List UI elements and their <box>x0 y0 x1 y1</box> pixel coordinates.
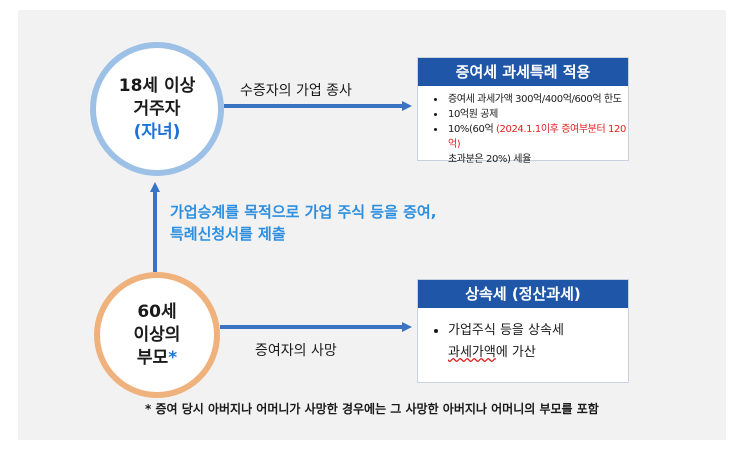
inheritance-tax-box-title: 상속세 (정산과세) <box>418 280 628 308</box>
parent-circle-line3: 부모 <box>136 347 169 368</box>
parent-circle-line1: 60세 <box>137 301 177 322</box>
footnote: * 증여 당시 아버지나 어머니가 사망한 경우에는 그 사망한 아버지나 어머… <box>145 402 599 416</box>
child-circle-line1: 18세 이상 <box>118 75 196 96</box>
parent-circle-line3-wrap: 부모* <box>137 347 177 370</box>
inheritance-tax-line2a: 과세가액 <box>448 345 496 360</box>
child-circle: 18세 이상 거주자 (자녀) <box>90 42 224 176</box>
gift-tax-item-limit: 증여세 과세가액 300억/400억/600억 한도 <box>446 92 628 107</box>
child-circle-line2: 거주자 <box>133 98 181 119</box>
parent-circle: 60세 이상의 부모* <box>94 272 220 398</box>
gift-tax-rate-prefix: 10%(60억 <box>448 124 497 135</box>
gift-tax-rate-cont: 초과분은 20%) 세율 <box>448 154 531 165</box>
inheritance-tax-item: 가업주식 등을 상속세 과세가액에 가산 <box>448 320 628 364</box>
gift-tax-list: 증여세 과세가액 300억/400억/600억 한도 10억원 공제 10%(6… <box>418 92 628 167</box>
gift-tax-item-deduction: 10억원 공제 <box>446 107 628 122</box>
child-circle-line3: (자녀) <box>133 121 181 142</box>
parent-circle-line2: 이상의 <box>133 324 181 345</box>
gift-tax-item-rate: 10%(60억 (2024.1.1이후 증여부분터 120억) 초과분은 20%)… <box>446 122 628 167</box>
inheritance-tax-line2b: 에 가산 <box>495 345 536 360</box>
arrow-bottom-label: 증여자의 사망 <box>255 343 337 359</box>
transfer-line2: 특례신청서를 제출 <box>170 225 286 243</box>
gift-tax-rate-red: (2024.1.1이후 증여부분터 120억) <box>448 124 626 150</box>
inheritance-tax-box: 상속세 (정산과세) 가업주식 등을 상속세 과세가액에 가산 <box>417 279 629 383</box>
gift-tax-box: 증여세 과세특례 적용 증여세 과세가액 300억/400억/600억 한도 1… <box>417 57 629 165</box>
transfer-line1: 가업승계를 목적으로 가업 주식 등을 증여, <box>170 203 437 221</box>
transfer-description: 가업승계를 목적으로 가업 주식 등을 증여, 특례신청서를 제출 <box>170 201 530 245</box>
inheritance-tax-list: 가업주식 등을 상속세 과세가액에 가산 <box>418 320 628 364</box>
arrow-top-label: 수증자의 가업 종사 <box>240 83 352 99</box>
parent-circle-star: * <box>168 347 178 368</box>
gift-tax-box-title: 증여세 과세특례 적용 <box>418 58 628 86</box>
inheritance-tax-line1: 가업주식 등을 상속세 <box>448 323 564 338</box>
